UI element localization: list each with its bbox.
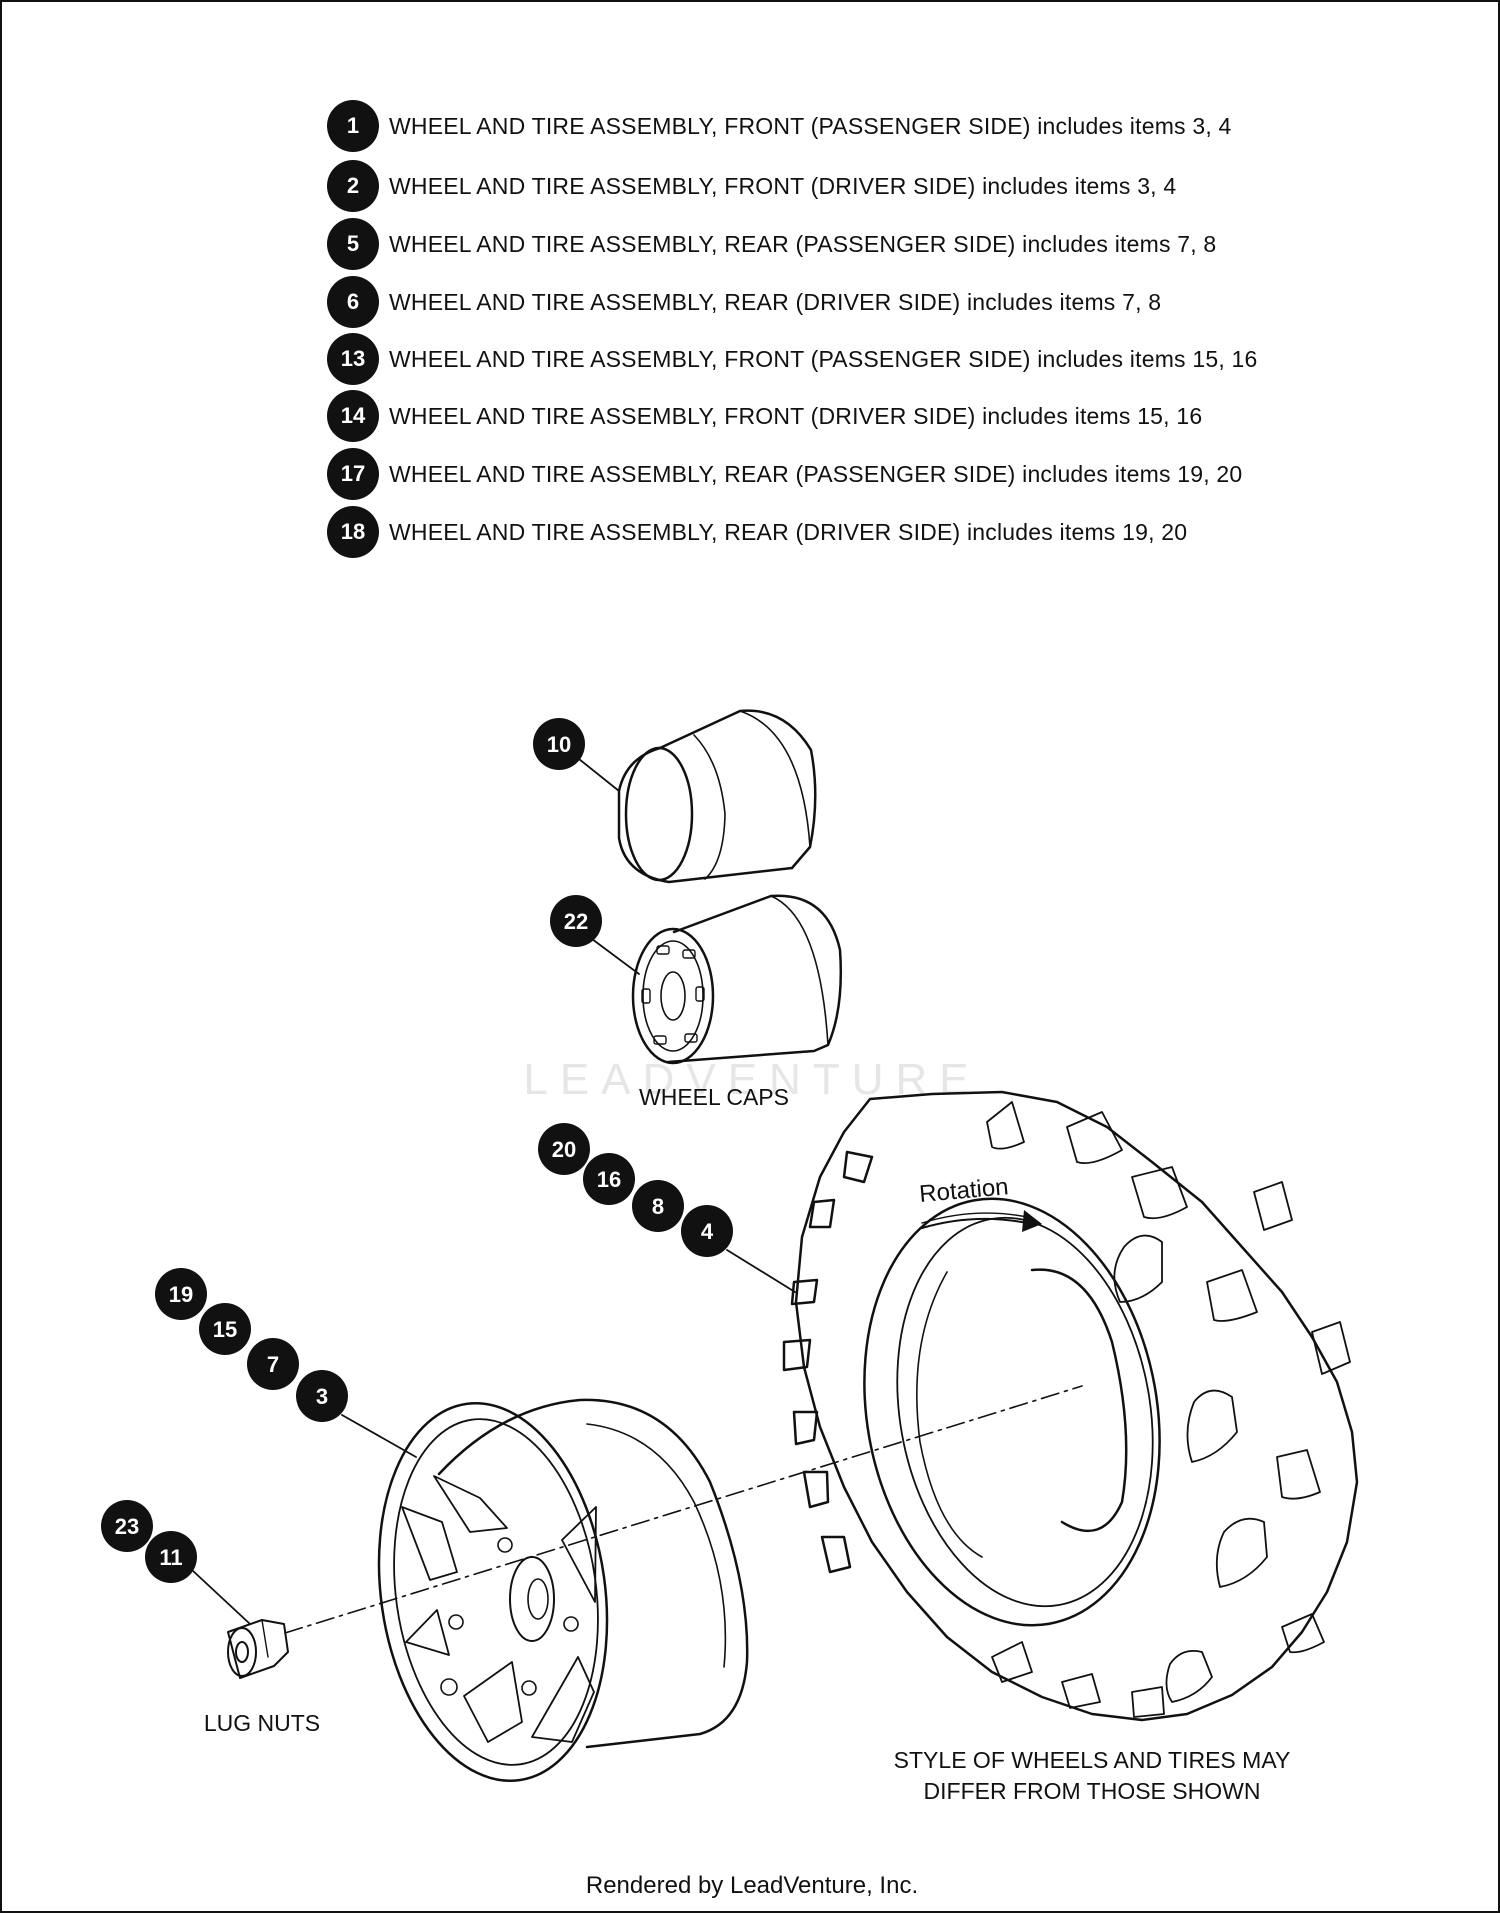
- callout-badge: 2: [327, 160, 379, 212]
- callout-badge: 17: [327, 448, 379, 500]
- callout-badges: 10 22 20 16 8 4: [101, 718, 733, 1583]
- rotation-label: Rotation: [918, 1173, 1009, 1208]
- callout-badge-rim-15: 15: [199, 1303, 251, 1355]
- style-note-line-2: DIFFER FROM THOSE SHOWN: [923, 1778, 1261, 1804]
- callout-badge-rim-19: 19: [155, 1268, 207, 1320]
- legend-item: 1 WHEEL AND TIRE ASSEMBLY, FRONT (PASSEN…: [327, 100, 1232, 152]
- legend-item: 2 WHEEL AND TIRE ASSEMBLY, FRONT (DRIVER…: [327, 160, 1176, 212]
- callout-badge-cap-10: 10: [533, 718, 585, 770]
- callout-badge: 13: [327, 333, 379, 385]
- lug-nut-drawing: [227, 1619, 289, 1679]
- svg-text:22: 22: [564, 909, 588, 934]
- leader-lines: [191, 754, 796, 1625]
- svg-text:10: 10: [547, 732, 571, 757]
- wheel-cap-vented-drawing: [631, 894, 843, 1065]
- legend-item: 5 WHEEL AND TIRE ASSEMBLY, REAR (PASSENG…: [327, 218, 1216, 270]
- legend-item-text: WHEEL AND TIRE ASSEMBLY, REAR (DRIVER SI…: [389, 288, 1162, 315]
- callout-badge: 1: [327, 100, 379, 152]
- legend-item: 18 WHEEL AND TIRE ASSEMBLY, REAR (DRIVER…: [327, 506, 1187, 558]
- callout-badge-rim-3: 3: [296, 1370, 348, 1422]
- callout-badge: 14: [327, 390, 379, 442]
- wheel-axis-line: [284, 1385, 1083, 1634]
- legend-item: 17 WHEEL AND TIRE ASSEMBLY, REAR (PASSEN…: [327, 448, 1242, 500]
- callout-badge-tire-20: 20: [538, 1123, 590, 1175]
- legend-item-text: WHEEL AND TIRE ASSEMBLY, REAR (DRIVER SI…: [389, 518, 1188, 545]
- svg-text:20: 20: [552, 1137, 576, 1162]
- legend-item: 13 WHEEL AND TIRE ASSEMBLY, FRONT (PASSE…: [327, 333, 1257, 385]
- legend-item-text: WHEEL AND TIRE ASSEMBLY, REAR (PASSENGER…: [389, 460, 1243, 487]
- leader-line-cap-22: [591, 938, 640, 975]
- callout-badge: 5: [327, 218, 379, 270]
- lug-nuts-caption: LUG NUTS: [203, 1710, 321, 1736]
- callout-badge-cap-22: 22: [550, 895, 602, 947]
- svg-text:3: 3: [316, 1384, 328, 1409]
- wheel-cap-plain-drawing: [617, 709, 817, 884]
- legend-item: 14 WHEEL AND TIRE ASSEMBLY, FRONT (DRIVE…: [327, 390, 1202, 442]
- svg-text:4: 4: [701, 1219, 714, 1244]
- leader-line-lug-nut: [191, 1569, 251, 1625]
- wheel-rim-drawing: [377, 1398, 749, 1783]
- legend-item: 6 WHEEL AND TIRE ASSEMBLY, REAR (DRIVER …: [327, 276, 1161, 328]
- style-note-line-1: STYLE OF WHEELS AND TIRES MAY: [893, 1747, 1291, 1773]
- svg-text:7: 7: [267, 1352, 279, 1377]
- svg-text:11: 11: [159, 1545, 182, 1570]
- callout-badge-rim-7: 7: [247, 1338, 299, 1390]
- leader-line-cap-10: [573, 754, 620, 792]
- callout-badge-tire-4: 4: [681, 1205, 733, 1257]
- callout-badge-nut-11: 11: [145, 1531, 197, 1583]
- svg-text:15: 15: [213, 1317, 237, 1342]
- svg-text:23: 23: [115, 1514, 139, 1539]
- callout-badge-tire-16: 16: [583, 1153, 635, 1205]
- callout-badge: 18: [327, 506, 379, 558]
- callout-badge-tire-8: 8: [632, 1180, 684, 1232]
- tire-drawing: Rotation: [782, 1090, 1359, 1722]
- legend-item-text: WHEEL AND TIRE ASSEMBLY, FRONT (PASSENGE…: [389, 112, 1232, 139]
- legend-item-text: WHEEL AND TIRE ASSEMBLY, REAR (PASSENGER…: [389, 230, 1217, 257]
- footer-credit: Rendered by LeadVenture, Inc.: [585, 1872, 919, 1899]
- legend-item-text: WHEEL AND TIRE ASSEMBLY, FRONT (DRIVER S…: [389, 402, 1203, 429]
- svg-text:19: 19: [169, 1282, 193, 1307]
- svg-text:16: 16: [597, 1167, 621, 1192]
- leader-line-tire: [726, 1249, 796, 1293]
- callout-badge: 6: [327, 276, 379, 328]
- leader-line-rim: [341, 1414, 417, 1458]
- callout-badge-nut-23: 23: [101, 1500, 153, 1552]
- legend-item-text: WHEEL AND TIRE ASSEMBLY, FRONT (PASSENGE…: [389, 345, 1258, 372]
- svg-text:8: 8: [652, 1194, 664, 1219]
- legend-item-text: WHEEL AND TIRE ASSEMBLY, FRONT (DRIVER S…: [389, 172, 1177, 199]
- wheel-caps-caption: WHEEL CAPS: [639, 1084, 789, 1110]
